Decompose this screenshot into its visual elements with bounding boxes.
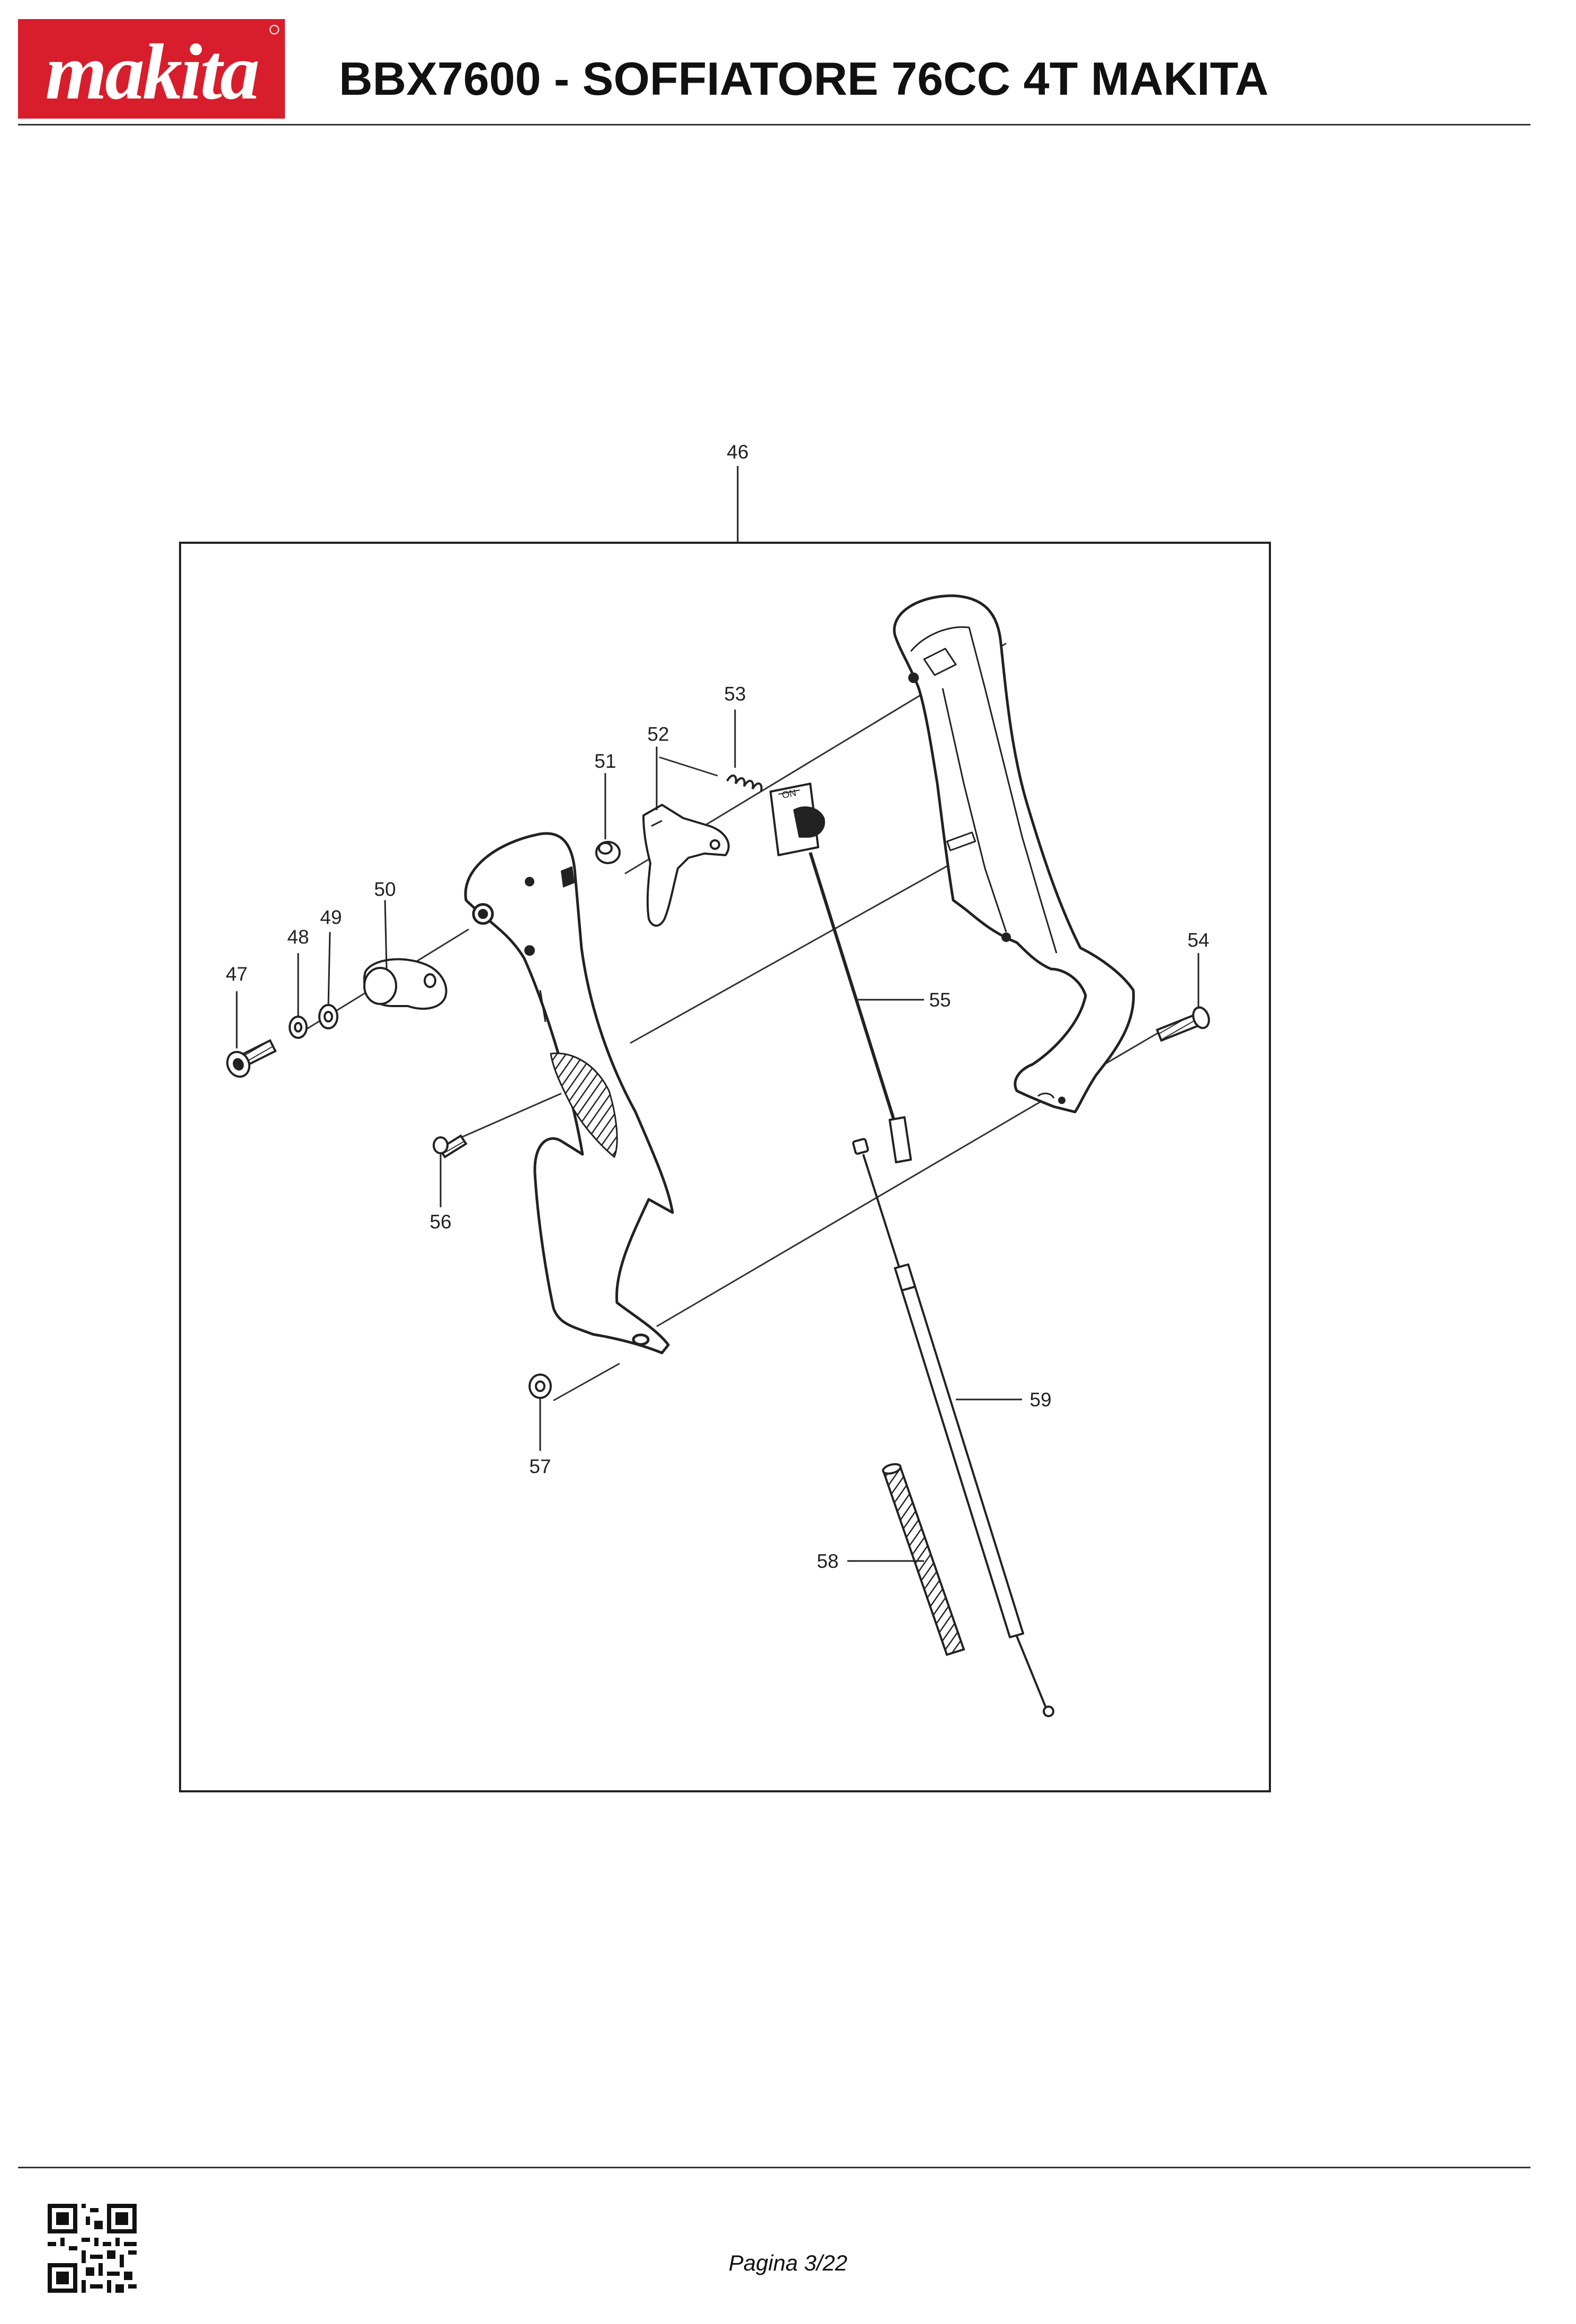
- callout-52: 52: [647, 723, 669, 745]
- callout-49: 49: [320, 907, 342, 928]
- left-handle-half: [464, 832, 674, 1354]
- callout-leaders: [236, 710, 1199, 1562]
- qr-code-icon: [48, 2204, 137, 2293]
- callout-59: 59: [1029, 1389, 1051, 1411]
- part-53-spring: [726, 774, 763, 792]
- part-50-knob: [363, 958, 447, 1010]
- page-header: makita BBX7600 - SOFFIATORE 76CC 4T MAKI…: [0, 0, 1576, 127]
- part-49-washer: [318, 1004, 338, 1029]
- part-55-switch: ON: [769, 783, 912, 1163]
- right-handle-half: [893, 594, 1135, 1114]
- svg-text:makita: makita: [45, 28, 258, 116]
- part-51-bushing: [595, 841, 621, 864]
- callout-50: 50: [374, 878, 396, 900]
- part-58-tube: [882, 1463, 965, 1656]
- part-48-washer: [289, 1016, 308, 1039]
- part-57-nut: [529, 1374, 552, 1399]
- header-divider: [18, 124, 1530, 125]
- callout-48: 48: [287, 926, 309, 948]
- callout-58: 58: [817, 1550, 838, 1572]
- page-title: BBX7600 - SOFFIATORE 76CC 4T MAKITA: [339, 52, 1269, 105]
- page-number: Pagina 3/22: [728, 2250, 848, 2275]
- part-59-cable: [852, 1138, 1054, 1717]
- callout-47: 47: [226, 963, 247, 985]
- callout-54: 54: [1187, 929, 1209, 951]
- part-54-screw: [1156, 1006, 1210, 1042]
- part-47-screw: [226, 1039, 277, 1078]
- callout-56: 56: [429, 1211, 451, 1233]
- callout-46: 46: [727, 441, 748, 463]
- callout-57: 57: [529, 1456, 551, 1477]
- callout-55: 55: [929, 989, 951, 1011]
- assembly-frame: [179, 542, 1271, 1792]
- callout-51: 51: [594, 750, 616, 772]
- makita-logo: makita: [18, 19, 285, 119]
- part-56-screw: [433, 1134, 468, 1159]
- callout-53: 53: [724, 683, 746, 705]
- assembly-lines: [296, 642, 1168, 1402]
- footer-divider: [18, 2167, 1530, 2168]
- part-52-trigger: [642, 804, 730, 927]
